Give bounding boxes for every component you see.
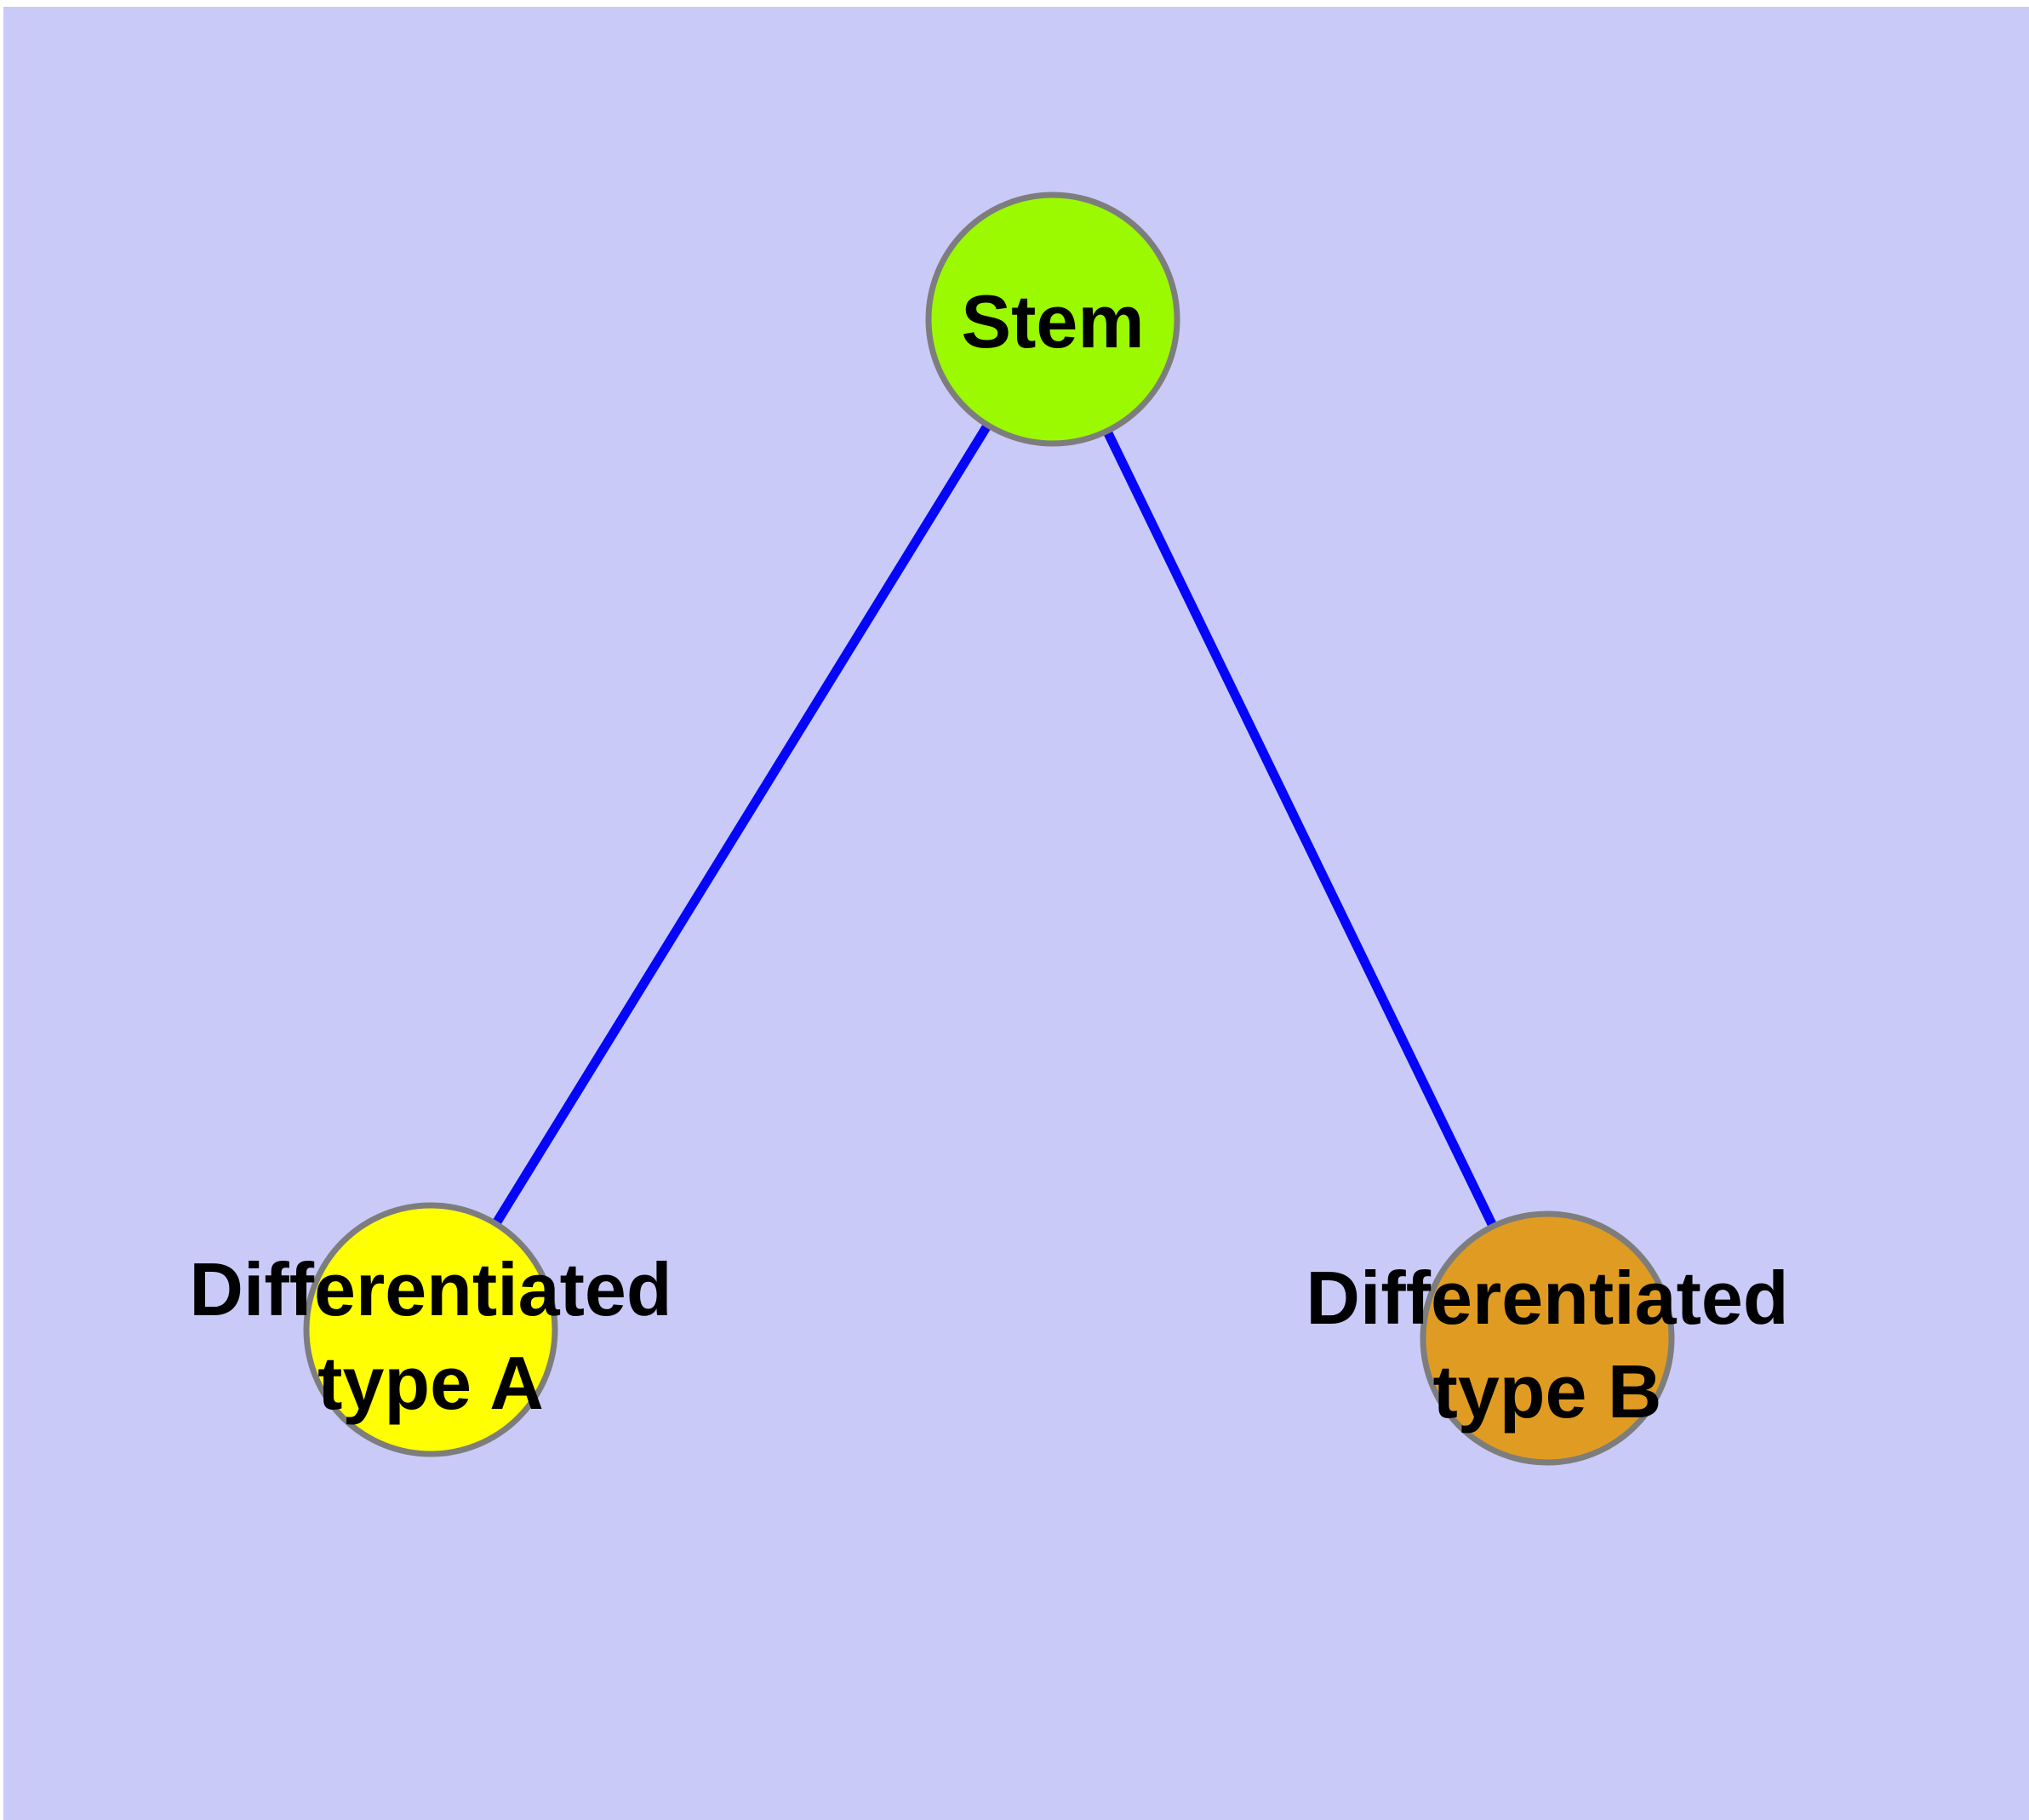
node-type-a-label-line2: type A bbox=[317, 1341, 544, 1425]
node-differentiated-type-b: Differentiated type B bbox=[1306, 1210, 1789, 1466]
edge-stem-to-type-b bbox=[1049, 317, 1552, 1341]
node-type-a-circle bbox=[303, 1202, 558, 1457]
node-type-b-circle bbox=[1420, 1210, 1675, 1466]
edge-stem-to-type-a bbox=[426, 317, 1057, 1332]
node-type-b-label-line1: Differentiated bbox=[1306, 1256, 1788, 1340]
node-stem: Stem bbox=[925, 192, 1180, 447]
node-stem-circle bbox=[925, 192, 1180, 447]
node-type-a-label-line1: Differentiated bbox=[189, 1247, 672, 1331]
node-type-b-label-line2: type B bbox=[1433, 1349, 1662, 1434]
node-differentiated-type-a: Differentiated type A bbox=[189, 1202, 672, 1457]
node-stem-label: Stem bbox=[961, 279, 1144, 363]
